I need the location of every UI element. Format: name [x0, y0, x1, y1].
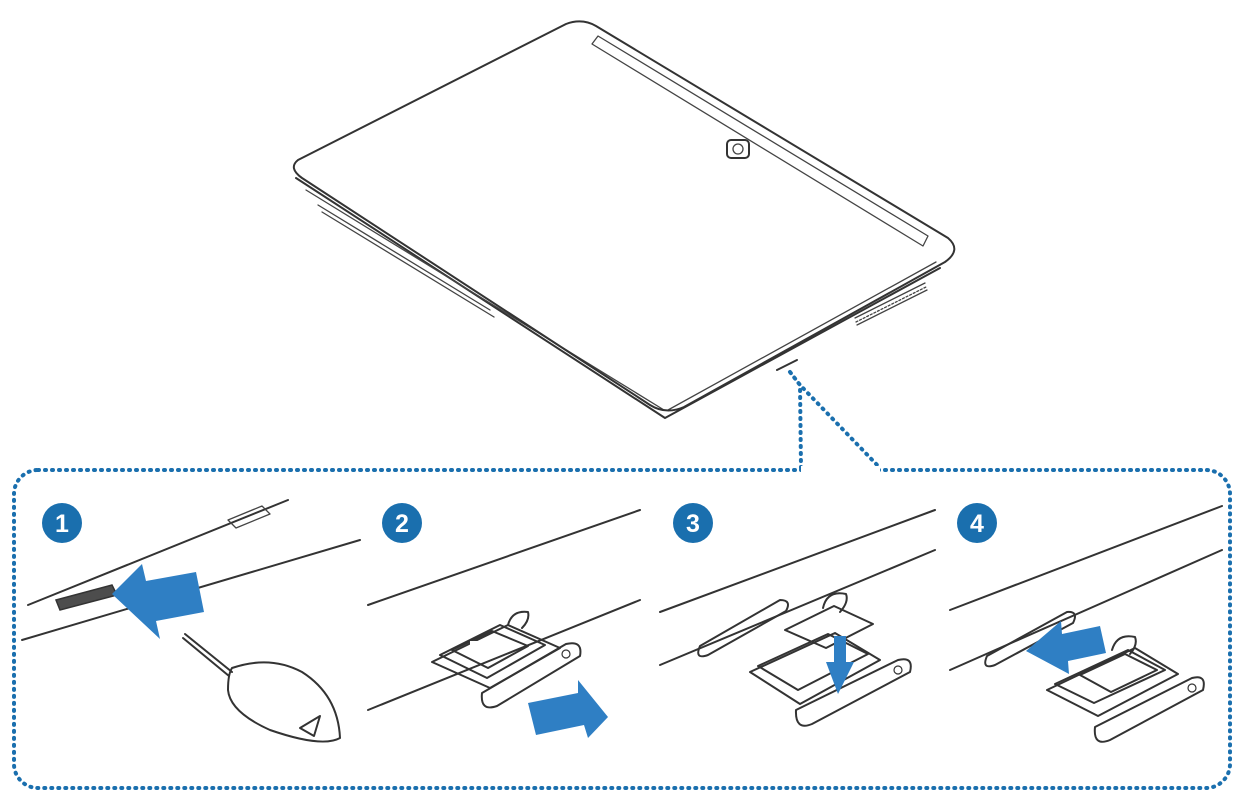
step-number-3: 3 — [686, 510, 700, 538]
step-badge-2: 2 — [382, 503, 422, 543]
insert-arrow-icon — [112, 564, 204, 639]
tablet-illustration — [294, 21, 954, 418]
pull-arrow-icon — [528, 680, 608, 738]
step-1-panel: 1 — [22, 500, 360, 742]
sim-slot — [698, 600, 788, 656]
camera-icon — [727, 140, 749, 158]
sim-tray-loaded — [750, 593, 911, 725]
ejection-pin-icon — [183, 634, 340, 742]
sim-slot — [56, 585, 117, 610]
step-number-4: 4 — [970, 510, 984, 538]
step-4-panel: 4 — [950, 503, 1222, 742]
step-badge-3: 3 — [673, 503, 713, 543]
step-number-2: 2 — [395, 510, 409, 538]
sim-tray-pulled — [432, 612, 580, 708]
tablet-back-panel — [294, 21, 954, 410]
sim-card — [785, 606, 873, 648]
step-badge-1: 1 — [42, 503, 82, 543]
sim-tray-slot — [777, 360, 797, 370]
step-number-1: 1 — [55, 510, 69, 538]
step-2-panel: 2 — [368, 503, 640, 738]
step-badge-4: 4 — [957, 503, 997, 543]
speaker-grille — [855, 283, 927, 325]
step-3-panel: 3 — [660, 503, 935, 726]
